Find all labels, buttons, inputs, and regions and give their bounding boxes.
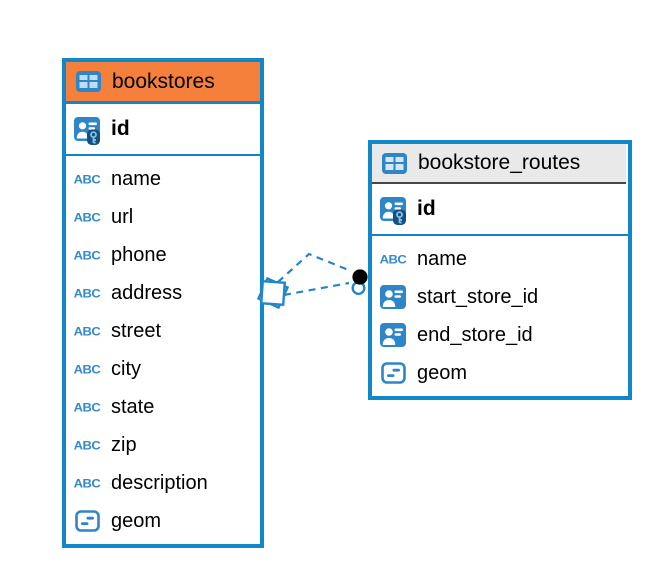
table-column-row[interactable]: ABC street bbox=[66, 312, 260, 350]
column-name: url bbox=[111, 205, 134, 228]
table-title: bookstores bbox=[112, 69, 215, 93]
table-header[interactable]: bookstores bbox=[66, 62, 260, 104]
text-icon: ABC bbox=[73, 210, 101, 224]
relationship-target-marker bbox=[351, 269, 368, 296]
table-header[interactable]: bookstore_routes bbox=[372, 144, 626, 184]
column-name: street bbox=[111, 319, 162, 342]
text-icon: ABC bbox=[379, 252, 407, 266]
column-name: city bbox=[111, 357, 141, 380]
table-column-row[interactable]: ABC city bbox=[66, 350, 260, 388]
text-icon: ABC bbox=[73, 400, 101, 414]
relationship-line[interactable] bbox=[277, 252, 352, 283]
key-column-section: id bbox=[66, 104, 260, 156]
column-name: start_store_id bbox=[417, 285, 539, 308]
table-column-row[interactable]: ABC zip bbox=[66, 426, 260, 464]
column-name: id bbox=[111, 117, 130, 140]
column-name: phone bbox=[111, 243, 167, 266]
text-icon: ABC bbox=[73, 438, 101, 452]
table-column-row[interactable]: ABC state bbox=[66, 388, 260, 426]
column-name: id bbox=[417, 197, 436, 220]
foreign-key-icon bbox=[378, 285, 408, 309]
text-icon: ABC bbox=[73, 248, 101, 262]
table-column-row[interactable]: id bbox=[66, 104, 260, 154]
relationship-connector[interactable] bbox=[256, 252, 368, 310]
primary-key-icon bbox=[72, 117, 102, 145]
text-icon: ABC bbox=[73, 362, 101, 376]
text-icon: ABC bbox=[73, 172, 101, 186]
foreign-key-icon bbox=[378, 323, 408, 347]
text-icon: ABC bbox=[73, 476, 101, 490]
table-column-row[interactable]: ABC name bbox=[372, 240, 628, 278]
text-icon: ABC bbox=[73, 286, 101, 300]
table-column-row[interactable]: ABC address bbox=[66, 274, 260, 312]
column-name: name bbox=[417, 247, 468, 270]
column-name: end_store_id bbox=[417, 323, 533, 346]
table-column-row[interactable]: geom bbox=[372, 354, 628, 392]
table-bookstore-routes[interactable]: bookstore_routes id ABC name start_store_i… bbox=[368, 140, 632, 400]
column-name: state bbox=[111, 395, 155, 418]
text-icon: ABC bbox=[73, 324, 101, 338]
table-column-row[interactable]: start_store_id bbox=[372, 278, 628, 316]
key-column-section: id bbox=[372, 184, 628, 236]
column-name: geom bbox=[417, 361, 468, 384]
table-icon bbox=[379, 152, 409, 174]
table-title: bookstore_routes bbox=[418, 151, 581, 174]
geometry-icon bbox=[72, 510, 102, 532]
relationship-source-marker bbox=[256, 276, 290, 310]
column-name: geom bbox=[111, 509, 162, 532]
table-icon bbox=[73, 71, 103, 92]
table-column-row[interactable]: id bbox=[372, 184, 628, 234]
primary-key-icon bbox=[378, 197, 408, 225]
relationship-line[interactable] bbox=[283, 281, 350, 297]
column-name: name bbox=[111, 167, 162, 190]
table-column-row[interactable]: end_store_id bbox=[372, 316, 628, 354]
geometry-icon bbox=[378, 362, 408, 384]
column-name: address bbox=[111, 281, 183, 304]
table-column-row[interactable]: ABC phone bbox=[66, 236, 260, 274]
table-column-row[interactable]: ABC url bbox=[66, 198, 260, 236]
column-name: description bbox=[111, 471, 208, 494]
table-column-row[interactable]: geom bbox=[66, 502, 260, 540]
table-column-row[interactable]: ABC description bbox=[66, 464, 260, 502]
column-name: zip bbox=[111, 433, 137, 456]
table-column-row[interactable]: ABC name bbox=[66, 160, 260, 198]
